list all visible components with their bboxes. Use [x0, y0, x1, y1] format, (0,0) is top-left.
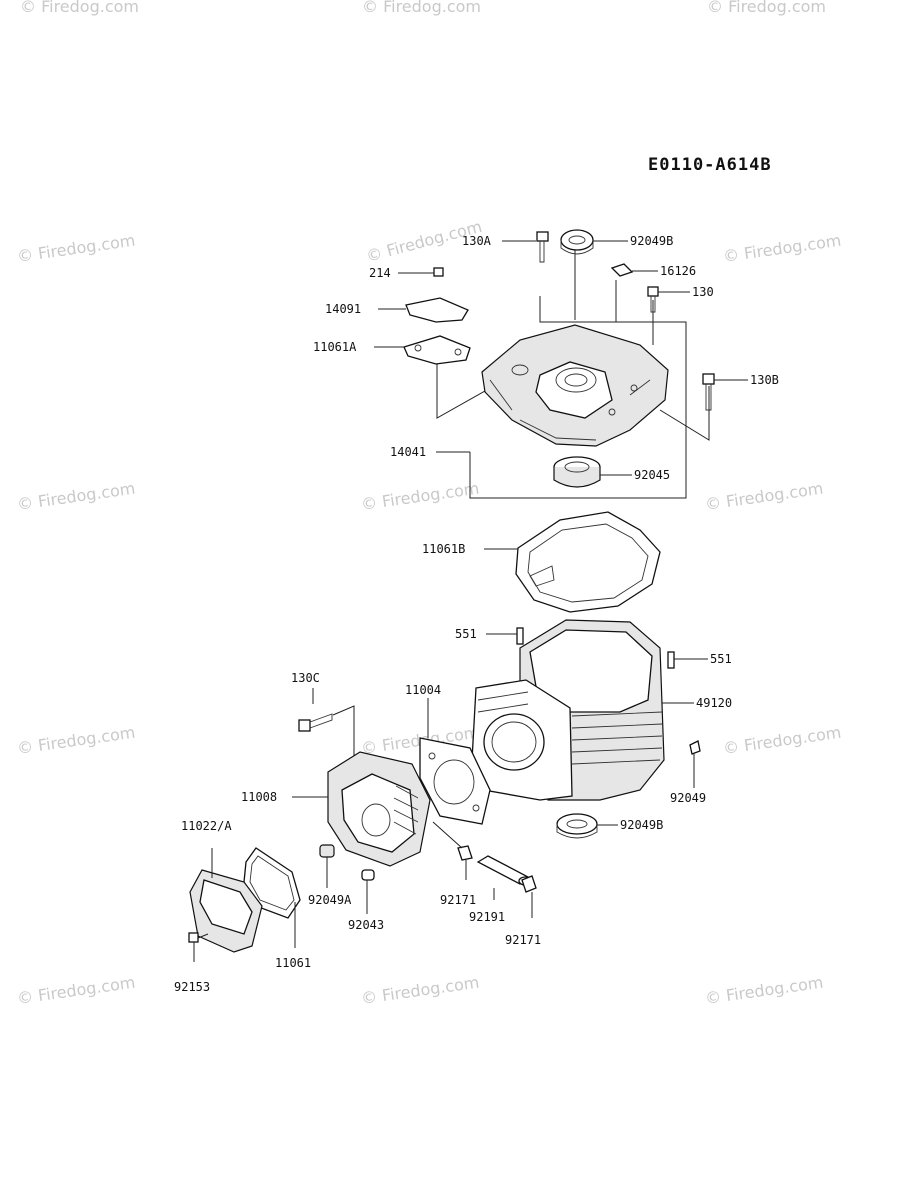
part-label: 92171	[505, 933, 541, 947]
watermark: © Firedog.com	[360, 479, 480, 514]
part-label: 130C	[291, 671, 320, 685]
part-label: 11061	[275, 956, 311, 970]
dowel-551-right	[667, 651, 675, 669]
watermark: © Firedog.com	[707, 0, 826, 16]
head-gasket-11004	[419, 737, 491, 825]
washer-16126	[610, 263, 634, 277]
part-label: 92049	[670, 791, 706, 805]
crankcase-cover-14041	[481, 324, 669, 447]
rocker-cover-11022a	[189, 869, 263, 953]
part-label: 92171	[440, 893, 476, 907]
part-label: 92043	[348, 918, 384, 932]
plug-214	[433, 267, 444, 277]
watermark: © Firedog.com	[16, 231, 136, 266]
clip-92171-right	[521, 875, 537, 893]
part-label: 11061B	[422, 542, 465, 556]
part-label: 92153	[174, 980, 210, 994]
part-label: 130A	[462, 234, 492, 248]
plate-14091	[405, 297, 469, 323]
part-label: 11061A	[313, 340, 357, 354]
pin-92043	[361, 869, 375, 881]
watermark: © Firedog.com	[16, 479, 136, 514]
watermark: © Firedog.com	[722, 231, 842, 266]
part-label: 11004	[405, 683, 441, 697]
leader-lines	[292, 240, 748, 914]
diagram-code: E0110-A614B	[648, 155, 772, 175]
part-label: 49120	[696, 696, 732, 710]
part-labels: 130A 92049B 214 16126 130 14091 11061A 1…	[174, 234, 779, 994]
part-label: 14041	[390, 445, 426, 459]
dowel-551-left	[516, 627, 524, 645]
crankcase-49120	[471, 619, 665, 801]
watermark: © Firedog.com	[704, 973, 824, 1008]
part-label: 11022/A	[181, 819, 232, 833]
part-label: 130B	[750, 373, 779, 387]
part-label: 551	[455, 627, 477, 641]
part-label: 214	[369, 266, 391, 280]
bolt-130b	[702, 373, 715, 411]
part-label: 92191	[469, 910, 505, 924]
watermark: © Firedog.com	[362, 0, 481, 16]
watermark: © Firedog.com	[16, 723, 136, 758]
watermark: © Firedog.com	[20, 0, 139, 16]
part-label: 92045	[634, 468, 670, 482]
watermark: © Firedog.com	[722, 723, 842, 758]
part-label: 92049B	[630, 234, 673, 248]
crankcase-cover-group	[403, 229, 715, 499]
part-label: 11008	[241, 790, 277, 804]
oil-seal-92049b-top	[560, 229, 594, 255]
part-label: 130	[692, 285, 714, 299]
part-label: 16126	[660, 264, 696, 278]
seal-92049	[689, 740, 701, 755]
gasket-11061a	[403, 335, 471, 365]
part-label: 92049B	[620, 818, 663, 832]
gasket-11061b	[515, 511, 661, 613]
bolt-92153	[188, 932, 199, 943]
oil-seal-92049b-bottom	[556, 813, 598, 839]
valve-seal-92049a	[319, 844, 335, 858]
watermark-layer: © Firedog.com © Firedog.com © Firedog.co…	[16, 0, 842, 1008]
part-label: 92049A	[308, 893, 352, 907]
watermark: © Firedog.com	[16, 973, 136, 1008]
bearing-92045	[553, 456, 601, 488]
cylinder-head-11008	[327, 751, 431, 867]
watermark: © Firedog.com	[704, 479, 824, 514]
clip-92171-left	[457, 845, 473, 861]
part-label: 14091	[325, 302, 361, 316]
part-label: 551	[710, 652, 732, 666]
watermark: © Firedog.com	[360, 973, 480, 1008]
bolt-130a	[536, 231, 549, 263]
bolt-130c	[298, 713, 333, 732]
